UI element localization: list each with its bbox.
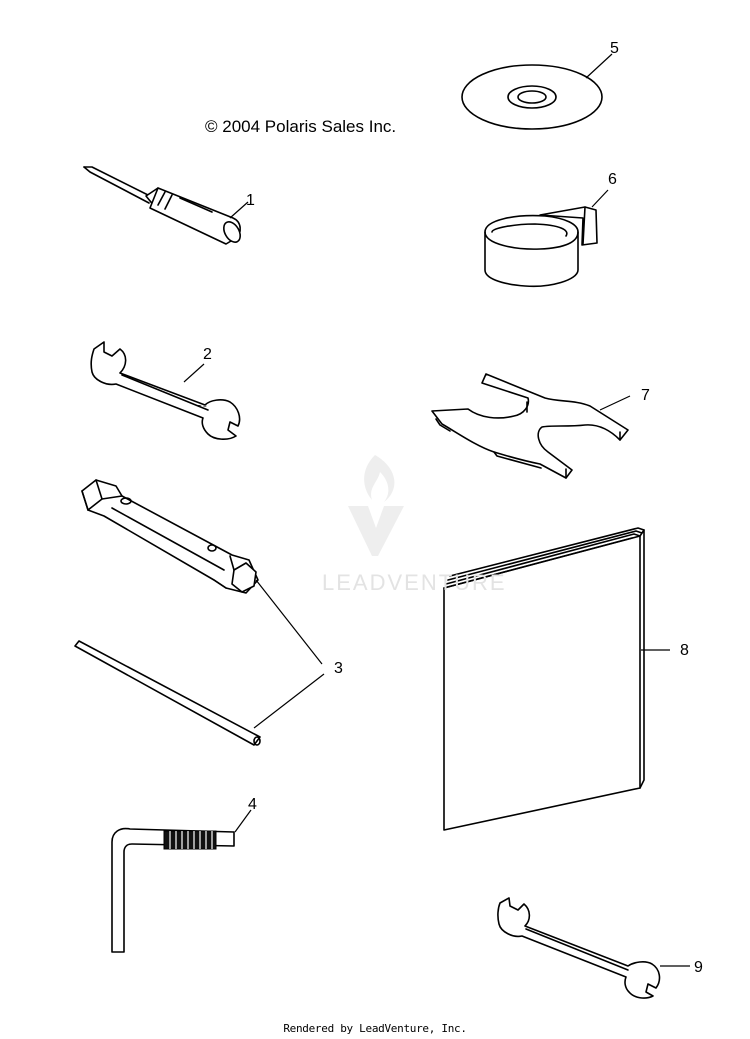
open-end-wrench: = = bbox=[90, 341, 241, 440]
spanner-tool bbox=[431, 373, 631, 479]
svg-text:= =: = = bbox=[198, 404, 207, 410]
owners-manual bbox=[443, 527, 670, 831]
callout-3-leaders bbox=[253, 579, 325, 729]
callout-8: 8 bbox=[680, 642, 689, 659]
small-open-end-wrench bbox=[497, 897, 690, 999]
callout-4: 4 bbox=[248, 796, 257, 813]
callout-7: 7 bbox=[641, 387, 650, 404]
callout-2: 2 bbox=[203, 346, 212, 363]
footer-credit: Rendered by LeadVenture, Inc. bbox=[283, 1022, 467, 1035]
callout-1: 1 bbox=[246, 192, 255, 209]
hex-key bbox=[111, 809, 252, 953]
callout-3: 3 bbox=[334, 660, 343, 677]
tape-roll bbox=[484, 189, 609, 288]
cd-disc bbox=[461, 53, 613, 130]
callout-9: 9 bbox=[694, 959, 703, 976]
copyright-notice: © 2004 Polaris Sales Inc. bbox=[205, 117, 397, 136]
tommy-bar bbox=[74, 640, 261, 746]
callout-6: 6 bbox=[608, 171, 617, 188]
screwdriver bbox=[83, 166, 249, 245]
tube-socket-wrench bbox=[81, 479, 259, 594]
watermark-logo bbox=[348, 455, 404, 556]
watermark-text: LEADVENTURE bbox=[322, 570, 507, 595]
callout-5: 5 bbox=[610, 40, 619, 57]
